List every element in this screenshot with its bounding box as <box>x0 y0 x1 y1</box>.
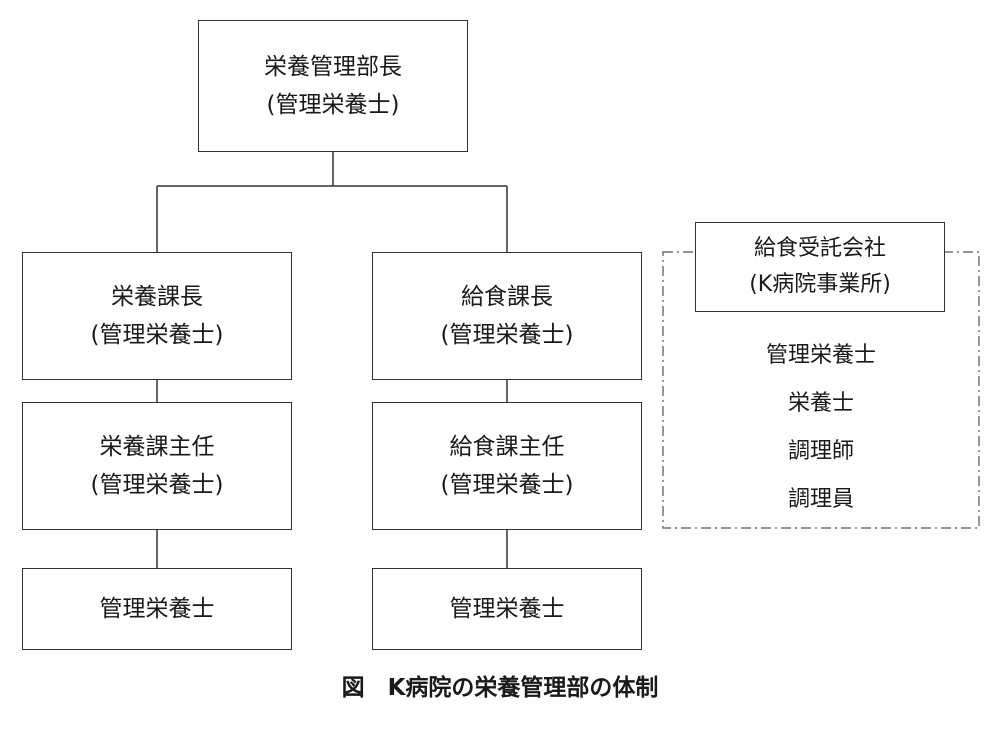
food-service-chief-qualification: (管理栄養士) <box>440 322 574 348</box>
nutrition-chief-title: 栄養課長 <box>111 284 203 310</box>
nutrition-chief-box: 栄養課長 (管理栄養士) <box>22 252 292 380</box>
contractor-dashed-frame <box>662 251 980 529</box>
nutrition-supervisor-title: 栄養課主任 <box>99 434 215 460</box>
contractor-staff-item: 調理師 <box>787 439 854 464</box>
contractor-staff-item: 調理員 <box>787 487 854 512</box>
nutrition-staff-title: 管理栄養士 <box>99 596 215 622</box>
nutrition-supervisor-qualification: (管理栄養士) <box>90 472 224 498</box>
contractor-header-box: 給食受託会社 (K病院事業所) <box>695 222 945 312</box>
nutrition-staff-box: 管理栄養士 <box>22 568 292 650</box>
director-box: 栄養管理部長 (管理栄養士) <box>198 20 468 152</box>
contractor-group: 給食受託会社 (K病院事業所) 管理栄養士 栄養士 調理師 調理員 <box>662 222 980 529</box>
food-service-staff-box: 管理栄養士 <box>372 568 642 650</box>
food-service-chief-box: 給食課長 (管理栄養士) <box>372 252 642 380</box>
contractor-staff-item: 管理栄養士 <box>765 343 876 368</box>
contractor-name: 給食受託会社 <box>753 236 886 261</box>
food-service-staff-title: 管理栄養士 <box>449 596 565 622</box>
nutrition-chief-qualification: (管理栄養士) <box>90 322 224 348</box>
director-title: 栄養管理部長 <box>264 54 402 80</box>
food-service-supervisor-title: 給食課主任 <box>449 434 565 460</box>
contractor-staff-item: 栄養士 <box>787 391 854 416</box>
director-qualification: (管理栄養士) <box>266 92 400 118</box>
food-service-supervisor-qualification: (管理栄養士) <box>440 472 574 498</box>
food-service-chief-title: 給食課長 <box>461 284 553 310</box>
nutrition-supervisor-box: 栄養課主任 (管理栄養士) <box>22 402 292 530</box>
contractor-office: (K病院事業所) <box>749 272 891 297</box>
food-service-supervisor-box: 給食課主任 (管理栄養士) <box>372 402 642 530</box>
contractor-staff-list: 管理栄養士 栄養士 調理師 調理員 <box>662 332 980 524</box>
figure-caption: 図 K病院の栄養管理部の体制 <box>341 675 659 701</box>
